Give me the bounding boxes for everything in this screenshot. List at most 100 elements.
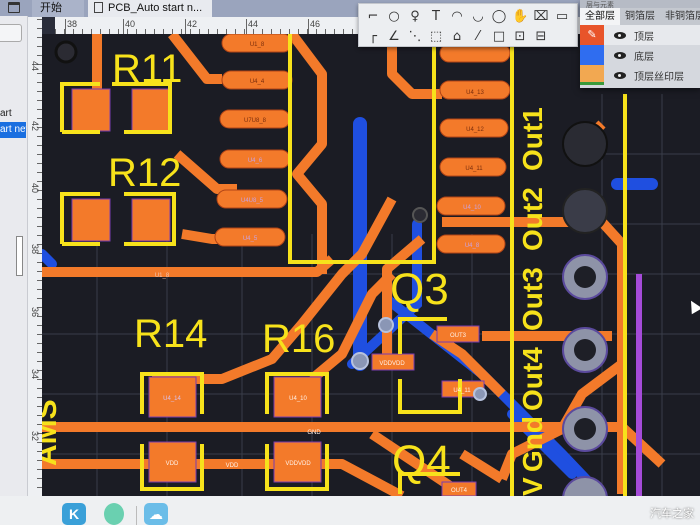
silk-label-ams: AMS bbox=[42, 399, 63, 466]
silk-label-out3: Out3 bbox=[517, 267, 548, 331]
pad-label: U1_8 bbox=[250, 42, 265, 48]
canvas-origin-icon[interactable]: ⌧ bbox=[533, 9, 549, 24]
left-sidebar: art art new bbox=[0, 16, 28, 496]
layer-color-swatch[interactable] bbox=[580, 65, 604, 85]
tab-pcb-label: PCB_Auto start n... bbox=[108, 2, 203, 14]
pad-label: VDDVDD bbox=[285, 461, 311, 467]
circle-icon[interactable]: ◯ bbox=[491, 9, 507, 24]
top-layer-tracks bbox=[42, 34, 666, 496]
pencil-icon[interactable]: ✎ bbox=[580, 25, 604, 45]
sidebar-item-selected[interactable]: art new bbox=[0, 122, 26, 138]
pad-label: VDD bbox=[226, 463, 239, 469]
designator-q3[interactable]: Q3 bbox=[390, 265, 449, 314]
designator-r11[interactable]: R11 bbox=[112, 47, 182, 91]
tab-non-copper-layers[interactable]: 非铜箔层 bbox=[665, 11, 700, 22]
designator-r14[interactable]: R14 bbox=[134, 312, 207, 356]
pad-label: VDD bbox=[166, 461, 179, 467]
pad-label: U4_12 bbox=[466, 127, 484, 133]
keepout-icon[interactable]: ⊟ bbox=[535, 29, 547, 44]
pad-label: U4_6 bbox=[248, 158, 263, 164]
layer-row-bottom[interactable]: 底层 bbox=[580, 45, 700, 65]
silk-label-out4: Out4 bbox=[517, 347, 548, 411]
pad-label: U4_8 bbox=[465, 243, 480, 249]
header-pins[interactable] bbox=[562, 121, 608, 496]
watermark: 汽车之家 bbox=[650, 508, 694, 520]
layer-row-top-silkscreen[interactable]: 顶层丝印层 bbox=[580, 65, 700, 85]
pad-label: OUT4 bbox=[451, 488, 468, 494]
ic-pads-right bbox=[436, 43, 511, 254]
silk-label-gnd: Gnd bbox=[517, 416, 548, 472]
vias bbox=[54, 40, 487, 401]
tab-pcb-document[interactable]: PCB_Auto start n... bbox=[88, 0, 212, 17]
silk-label-v: V bbox=[517, 477, 548, 496]
layer-panel: 层与元素 全部层 铜箔层 非铜箔层 ✎ 顶层 底层 顶层丝印层 bbox=[580, 0, 700, 88]
ic-pads-left bbox=[214, 34, 293, 247]
pad-label: U4_11 bbox=[453, 388, 471, 394]
app-bird-icon[interactable] bbox=[104, 503, 124, 525]
ruler-tick: 34 bbox=[30, 369, 40, 380]
layer-row-top[interactable]: ✎ 顶层 bbox=[580, 25, 700, 45]
tool-palette: ⌐ ○ ♀ T ◠ ◡ ◯ ✋ ⌧ ▭ ┌ ∠ ⋱ ⬚ ⌂ ⁄ □ ⊡ ⊟ bbox=[358, 3, 578, 47]
pad-label: U4_14 bbox=[163, 396, 181, 402]
image-icon[interactable]: ▭ bbox=[555, 9, 569, 24]
pad-label: U4_13 bbox=[466, 90, 484, 96]
select-icon[interactable]: ⊡ bbox=[514, 29, 526, 44]
ruler-tick: 32 bbox=[30, 431, 40, 442]
pad-label: U4_11 bbox=[465, 166, 483, 172]
via-icon[interactable]: ○ bbox=[388, 9, 400, 24]
designator-q4[interactable]: Q4 bbox=[392, 437, 451, 486]
sidebar-search-box[interactable] bbox=[0, 24, 22, 42]
app-k-icon[interactable]: K bbox=[62, 503, 86, 525]
eye-icon[interactable] bbox=[614, 31, 626, 39]
layer-tabs: 全部层 铜箔层 非铜箔层 bbox=[580, 8, 700, 25]
pad-icon[interactable]: ♀ bbox=[410, 9, 420, 24]
arc-center-icon[interactable]: ◠ bbox=[451, 9, 463, 24]
sidebar-scrollbar[interactable] bbox=[16, 236, 23, 276]
tab-copper-layers[interactable]: 铜箔层 bbox=[625, 11, 655, 22]
taskbar-separator bbox=[136, 506, 137, 525]
ruler-tick: 38 bbox=[30, 244, 40, 255]
pad-label: VDDVDD bbox=[379, 361, 405, 367]
connect-icon[interactable]: ⋱ bbox=[408, 29, 422, 44]
calendar-icon[interactable] bbox=[8, 2, 20, 13]
tab-start[interactable]: 开始 bbox=[32, 0, 84, 17]
pad-label: U1_8 bbox=[155, 273, 170, 279]
taskbar: K ☁ 汽车之家 bbox=[0, 496, 700, 525]
line-icon[interactable]: ┌ bbox=[369, 29, 377, 44]
silkscreen-text: R11 R12 R14 R16 Q3 Q4 V Gnd Out4 Out3 Ou… bbox=[42, 47, 548, 496]
silkscreen-outlines bbox=[60, 34, 627, 496]
eye-icon[interactable] bbox=[614, 51, 626, 59]
pad-label: U4_5 bbox=[243, 236, 258, 242]
layer-name: 顶层丝印层 bbox=[634, 71, 684, 83]
pcb-canvas[interactable]: R11 R12 R14 R16 Q3 Q4 V Gnd Out4 Out3 Ou… bbox=[42, 34, 700, 496]
eye-icon[interactable] bbox=[614, 71, 626, 79]
pcb-board[interactable]: R11 R12 R14 R16 Q3 Q4 V Gnd Out4 Out3 Ou… bbox=[42, 34, 700, 496]
probe-icon[interactable]: ⁄ bbox=[476, 29, 480, 44]
hand-pan-icon[interactable]: ✋ bbox=[512, 9, 529, 24]
pad-label: U4_10 bbox=[289, 396, 307, 402]
ruler-tick: 38 bbox=[65, 19, 77, 34]
rectangle-icon[interactable]: □ bbox=[492, 29, 506, 44]
dimension-icon[interactable]: ∠ bbox=[388, 29, 400, 44]
layer-color-swatch[interactable] bbox=[580, 45, 604, 65]
pad-label: U4_4 bbox=[250, 79, 265, 85]
designator-r16[interactable]: R16 bbox=[262, 317, 335, 361]
cloud-icon[interactable]: ☁ bbox=[144, 503, 168, 525]
designator-r12[interactable]: R12 bbox=[108, 151, 181, 195]
pad-label: U7U8_8 bbox=[244, 118, 267, 124]
pad-label: U4_10 bbox=[463, 205, 481, 211]
smd-pads bbox=[71, 88, 485, 496]
solid-region-icon[interactable]: ⌂ bbox=[452, 29, 462, 44]
text-icon[interactable]: T bbox=[432, 9, 440, 24]
layer-name: 底层 bbox=[634, 51, 654, 63]
arc-icon[interactable]: ◡ bbox=[472, 9, 484, 24]
ruler-tick: 36 bbox=[30, 307, 40, 318]
silk-label-out2: Out2 bbox=[517, 187, 548, 251]
sidebar-item[interactable]: art bbox=[0, 108, 12, 119]
ruler-tick: 44 bbox=[30, 61, 40, 72]
tab-all-layers[interactable]: 全部层 bbox=[580, 8, 620, 25]
ruler-tick: 46 bbox=[308, 19, 320, 34]
route-track-icon[interactable]: ⌐ bbox=[367, 9, 379, 24]
copper-area-icon[interactable]: ⬚ bbox=[429, 29, 443, 44]
